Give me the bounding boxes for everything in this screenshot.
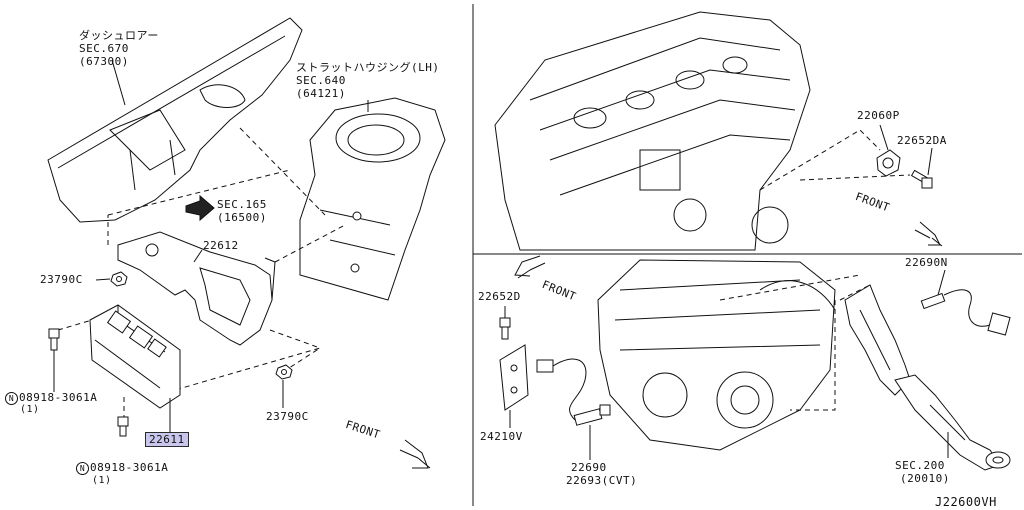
leader-sensor-top [879,124,889,151]
dash-guide-6 [282,347,321,373]
diagram-id: J22600VH [935,495,997,509]
leader-dash-lower [111,59,126,106]
exhaust-catalyst [844,284,1011,471]
bolt-top [910,169,933,189]
front-arrow-left [399,439,431,469]
front-arrow-mid [514,255,546,279]
n-circle-icon: N [76,461,89,475]
label-strut-housing-sec: SEC.640 [296,74,346,87]
ecm-bracket [117,231,276,346]
bolt-upper [48,328,60,351]
label-o2-rear: 22690 [571,461,607,474]
label-sec165: SEC.165 [217,198,267,211]
label-dash-lower-jp: ダッシュロアー [79,29,159,42]
label-bolt-22652da: 22652DA [897,134,947,147]
bolt-mid [499,317,511,340]
label-bracket-22612: 22612 [203,239,239,252]
label-ecm-22611: 22611 [145,432,189,447]
dash-guide-5 [174,329,322,391]
label-dash-lower-sec: SEC.670 [79,42,129,55]
label-sensor-22060p: 22060P [857,109,900,122]
dash-guide-upper [759,129,881,191]
dash-lower-panel [47,17,303,223]
rear-o2-sensor [536,358,611,426]
sensor-bracket [499,344,529,411]
dash-guide-2 [107,169,291,216]
engine-lower [597,259,836,451]
bolt-lower [117,416,129,437]
label-sec200: SEC.200 [895,459,945,472]
strut-housing [299,97,446,301]
label-bolt-lower-qty: (1) [92,475,112,486]
ecm-unit [89,304,181,409]
n-circle-icon: N [5,391,18,405]
dash-guide-7 [57,319,93,331]
leader-bolt-top [927,147,933,176]
dash-guide-upper-2 [799,174,911,181]
label-bracket-24210v: 24210V [480,430,523,443]
knock-sensor [876,149,901,177]
label-nut-lower: 23790C [266,410,309,423]
sec165-arrow [185,194,215,222]
label-bolt-22652d: 22652D [478,290,521,303]
nut-upper [110,271,128,287]
leader-nut-upper [95,278,111,281]
leader-o2-front [937,269,946,296]
label-strut-housing-jp: ストラットハウジング(LH) [296,61,440,74]
leader-bracket [193,249,203,263]
label-sec165-part: (16500) [217,211,267,224]
label-dash-lower-part: (67300) [79,55,129,68]
dash-guide-4 [274,224,346,263]
front-arrow-top [914,221,943,247]
dash-guide-lower [719,274,861,301]
engine-upper [494,11,811,251]
nut-lower [275,364,293,380]
dash-guide-1 [239,127,326,216]
label-bolt-upper-code: 08918-3061A [19,391,98,404]
label-bolt-lower-code: 08918-3061A [90,461,169,474]
label-nut-upper: 23790C [40,273,83,286]
dash-guide-lower-2 [790,300,836,411]
dash-guide-exhaust [839,284,871,301]
label-sec200-part: (20010) [900,472,950,485]
label-o2-front: 22690N [905,256,948,269]
label-o2-rear-cvt: 22693(CVT) [566,474,638,487]
front-o2-sensor [920,289,1011,336]
label-strut-housing-part: (64121) [296,87,346,100]
label-bolt-upper-qty: (1) [20,404,40,415]
